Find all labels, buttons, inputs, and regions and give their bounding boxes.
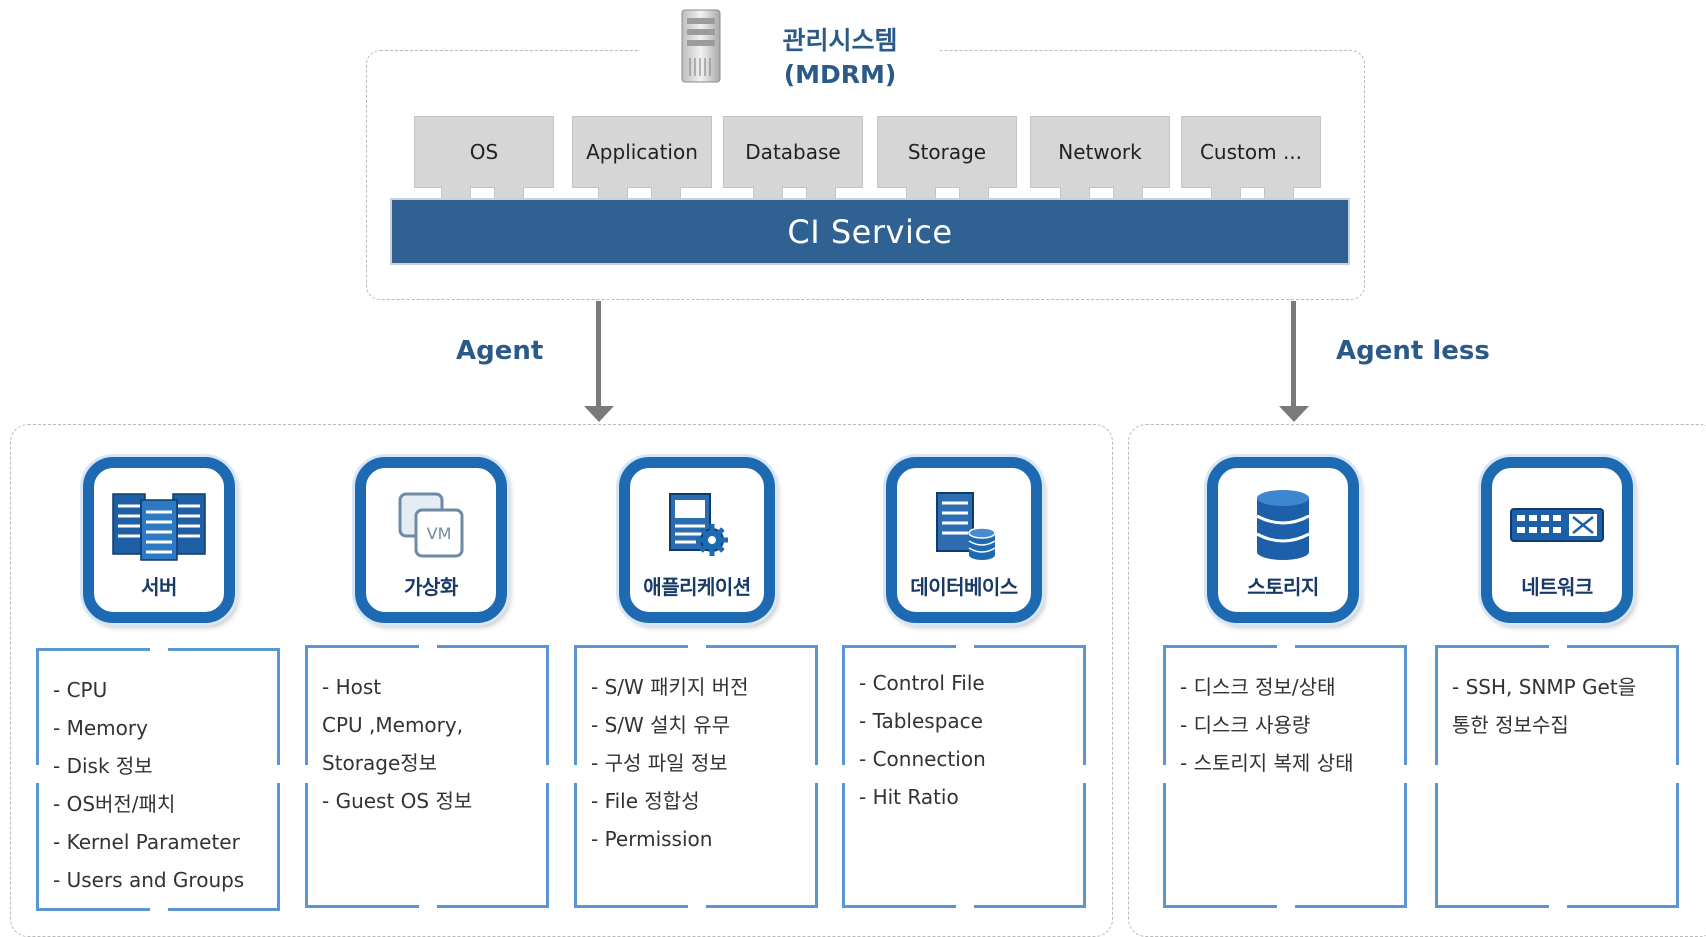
agentless-arrow-shaft — [1291, 301, 1296, 407]
module-database: Database — [723, 116, 863, 188]
network-switch-icon — [1510, 508, 1604, 542]
virtual-machine-icon: VM — [398, 492, 464, 558]
database-detail-list: - Control File - Tablespace - Connection… — [859, 664, 1075, 816]
list-item: - Memory — [53, 716, 148, 740]
list-item: - Users and Groups — [53, 868, 245, 892]
application-detail-list: - S/W 패키지 버전 - S/W 설치 유무 - 구성 파일 정보 - Fi… — [591, 668, 807, 858]
list-item: 통한 정보수집 — [1452, 713, 1569, 737]
border-gap — [1435, 765, 1441, 783]
database-server-icon — [936, 492, 996, 560]
ci-service-label: CI Service — [787, 212, 953, 251]
server-detail-list: - CPU - Memory - Disk 정보 - OS버전/패치 - Ker… — [53, 671, 269, 899]
border-gap — [1673, 765, 1679, 783]
border-gap — [688, 903, 706, 909]
list-item: - S/W 패키지 버전 — [591, 675, 749, 699]
border-gap — [574, 765, 580, 783]
border-gap — [1163, 765, 1169, 783]
application-category-label: 애플리케이션 — [643, 575, 751, 599]
module-custom: Custom ... — [1181, 116, 1321, 188]
border-gap — [543, 765, 549, 783]
border-gap — [150, 645, 168, 651]
list-item: - Kernel Parameter — [53, 830, 240, 854]
border-gap — [956, 903, 974, 909]
application-detail-box: - S/W 패키지 버전 - S/W 설치 유무 - 구성 파일 정보 - Fi… — [574, 645, 818, 908]
management-title-name: 관리시스템 — [782, 26, 898, 55]
border-gap — [1549, 903, 1567, 909]
vm-icon-text: VM — [427, 524, 452, 543]
list-item: - S/W 설치 유무 — [591, 713, 731, 737]
list-item: - Hit Ratio — [859, 785, 959, 809]
border-gap — [150, 906, 168, 912]
list-item: - Permission — [591, 827, 713, 851]
agent-arrow-shaft — [596, 301, 601, 407]
border-gap — [688, 642, 706, 648]
list-item: - File 정합성 — [591, 789, 700, 813]
ci-service-bus: CI Service — [390, 198, 1350, 265]
agent-label: Agent — [456, 336, 544, 366]
border-gap — [1549, 642, 1567, 648]
list-item: - OS버전/패치 — [53, 792, 176, 816]
server-detail-box: - CPU - Memory - Disk 정보 - OS버전/패치 - Ker… — [36, 648, 280, 911]
storage-category-label: 스토리지 — [1247, 575, 1319, 599]
server-tower-icon — [681, 9, 721, 83]
network-category-label: 네트워크 — [1521, 575, 1593, 599]
management-title-code: (MDRM) — [783, 60, 897, 89]
storage-cylinder-icon — [1256, 490, 1310, 560]
border-gap — [1277, 903, 1295, 909]
list-item: CPU ,Memory, — [322, 713, 464, 737]
list-item: - Disk 정보 — [53, 754, 153, 778]
storage-detail-list: - 디스크 정보/상태 - 디스크 사용량 - 스토리지 복제 상태 — [1180, 668, 1396, 782]
application-category-icon: 애플리케이션 — [619, 457, 775, 623]
agentless-arrow-head — [1279, 406, 1309, 422]
network-detail-box: - SSH, SNMP Get을 통한 정보수집 — [1435, 645, 1679, 908]
border-gap — [305, 765, 311, 783]
agent-arrow-head — [584, 406, 614, 422]
border-gap — [419, 903, 437, 909]
management-title: 관리시스템 (MDRM) — [740, 24, 940, 92]
list-item: - Control File — [859, 671, 985, 695]
database-category-icon: 데이터베이스 — [886, 457, 1042, 623]
server-category-label: 서버 — [141, 575, 177, 599]
agentless-label: Agent less — [1336, 336, 1490, 366]
database-detail-box: - Control File - Tablespace - Connection… — [842, 645, 1086, 908]
border-gap — [842, 765, 848, 783]
server-category-icon: 서버 — [83, 457, 235, 623]
list-item: - Guest OS 정보 — [322, 789, 473, 813]
list-item: - 디스크 사용량 — [1180, 713, 1311, 737]
virtualization-category-label: 가상화 — [404, 575, 458, 599]
list-item: - 구성 파일 정보 — [591, 751, 728, 775]
virtualization-category-icon: VM 가상화 — [355, 457, 507, 623]
border-gap — [1277, 642, 1295, 648]
server-rack-icon — [112, 493, 206, 561]
border-gap — [274, 765, 280, 783]
border-gap — [812, 765, 818, 783]
application-gear-icon — [669, 493, 728, 556]
virtualization-detail-box: - Host CPU ,Memory, Storage정보 - Guest OS… — [305, 645, 549, 908]
list-item: - 디스크 정보/상태 — [1180, 675, 1336, 699]
storage-detail-box: - 디스크 정보/상태 - 디스크 사용량 - 스토리지 복제 상태 — [1163, 645, 1407, 908]
module-storage: Storage — [877, 116, 1017, 188]
border-gap — [36, 765, 42, 783]
border-gap — [956, 642, 974, 648]
list-item: - Connection — [859, 747, 986, 771]
network-category-icon: 네트워크 — [1481, 457, 1633, 623]
module-network: Network — [1030, 116, 1170, 188]
list-item: - Host — [322, 675, 382, 699]
database-category-label: 데이터베이스 — [910, 575, 1018, 599]
list-item: - SSH, SNMP Get을 — [1452, 675, 1637, 699]
module-application: Application — [572, 116, 712, 188]
list-item: - CPU — [53, 678, 108, 702]
list-item: Storage정보 — [322, 751, 438, 775]
virtualization-detail-list: - Host CPU ,Memory, Storage정보 - Guest OS… — [322, 668, 538, 820]
border-gap — [1401, 765, 1407, 783]
storage-category-icon: 스토리지 — [1207, 457, 1359, 623]
module-os: OS — [414, 116, 554, 188]
border-gap — [1080, 765, 1086, 783]
border-gap — [419, 642, 437, 648]
list-item: - 스토리지 복제 상태 — [1180, 751, 1354, 775]
list-item: - Tablespace — [859, 709, 983, 733]
network-detail-list: - SSH, SNMP Get을 통한 정보수집 — [1452, 668, 1668, 744]
